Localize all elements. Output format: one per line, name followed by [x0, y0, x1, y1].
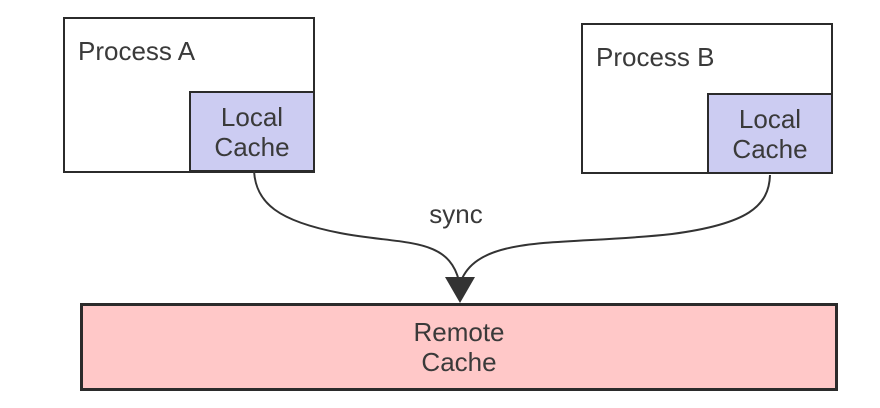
remote-cache-label-line1: Remote [413, 317, 505, 347]
sync-edge-label: sync [429, 199, 483, 229]
arrow-head-icon [445, 277, 475, 303]
process-b-label: Process B [596, 42, 715, 72]
local-cache-a-label-line1: Local [220, 101, 284, 132]
local-cache-a-node: Local Cache [189, 91, 315, 172]
local-cache-a-label-line2: Cache [214, 131, 290, 162]
local-cache-b-node: Local Cache [707, 93, 833, 174]
local-cache-b-label-line2: Cache [732, 133, 808, 164]
remote-cache-node: Remote Cache [80, 303, 838, 391]
process-a-label: Process A [78, 36, 196, 66]
remote-cache-label-line2: Cache [421, 347, 497, 377]
local-cache-b-label-line1: Local [738, 103, 802, 134]
